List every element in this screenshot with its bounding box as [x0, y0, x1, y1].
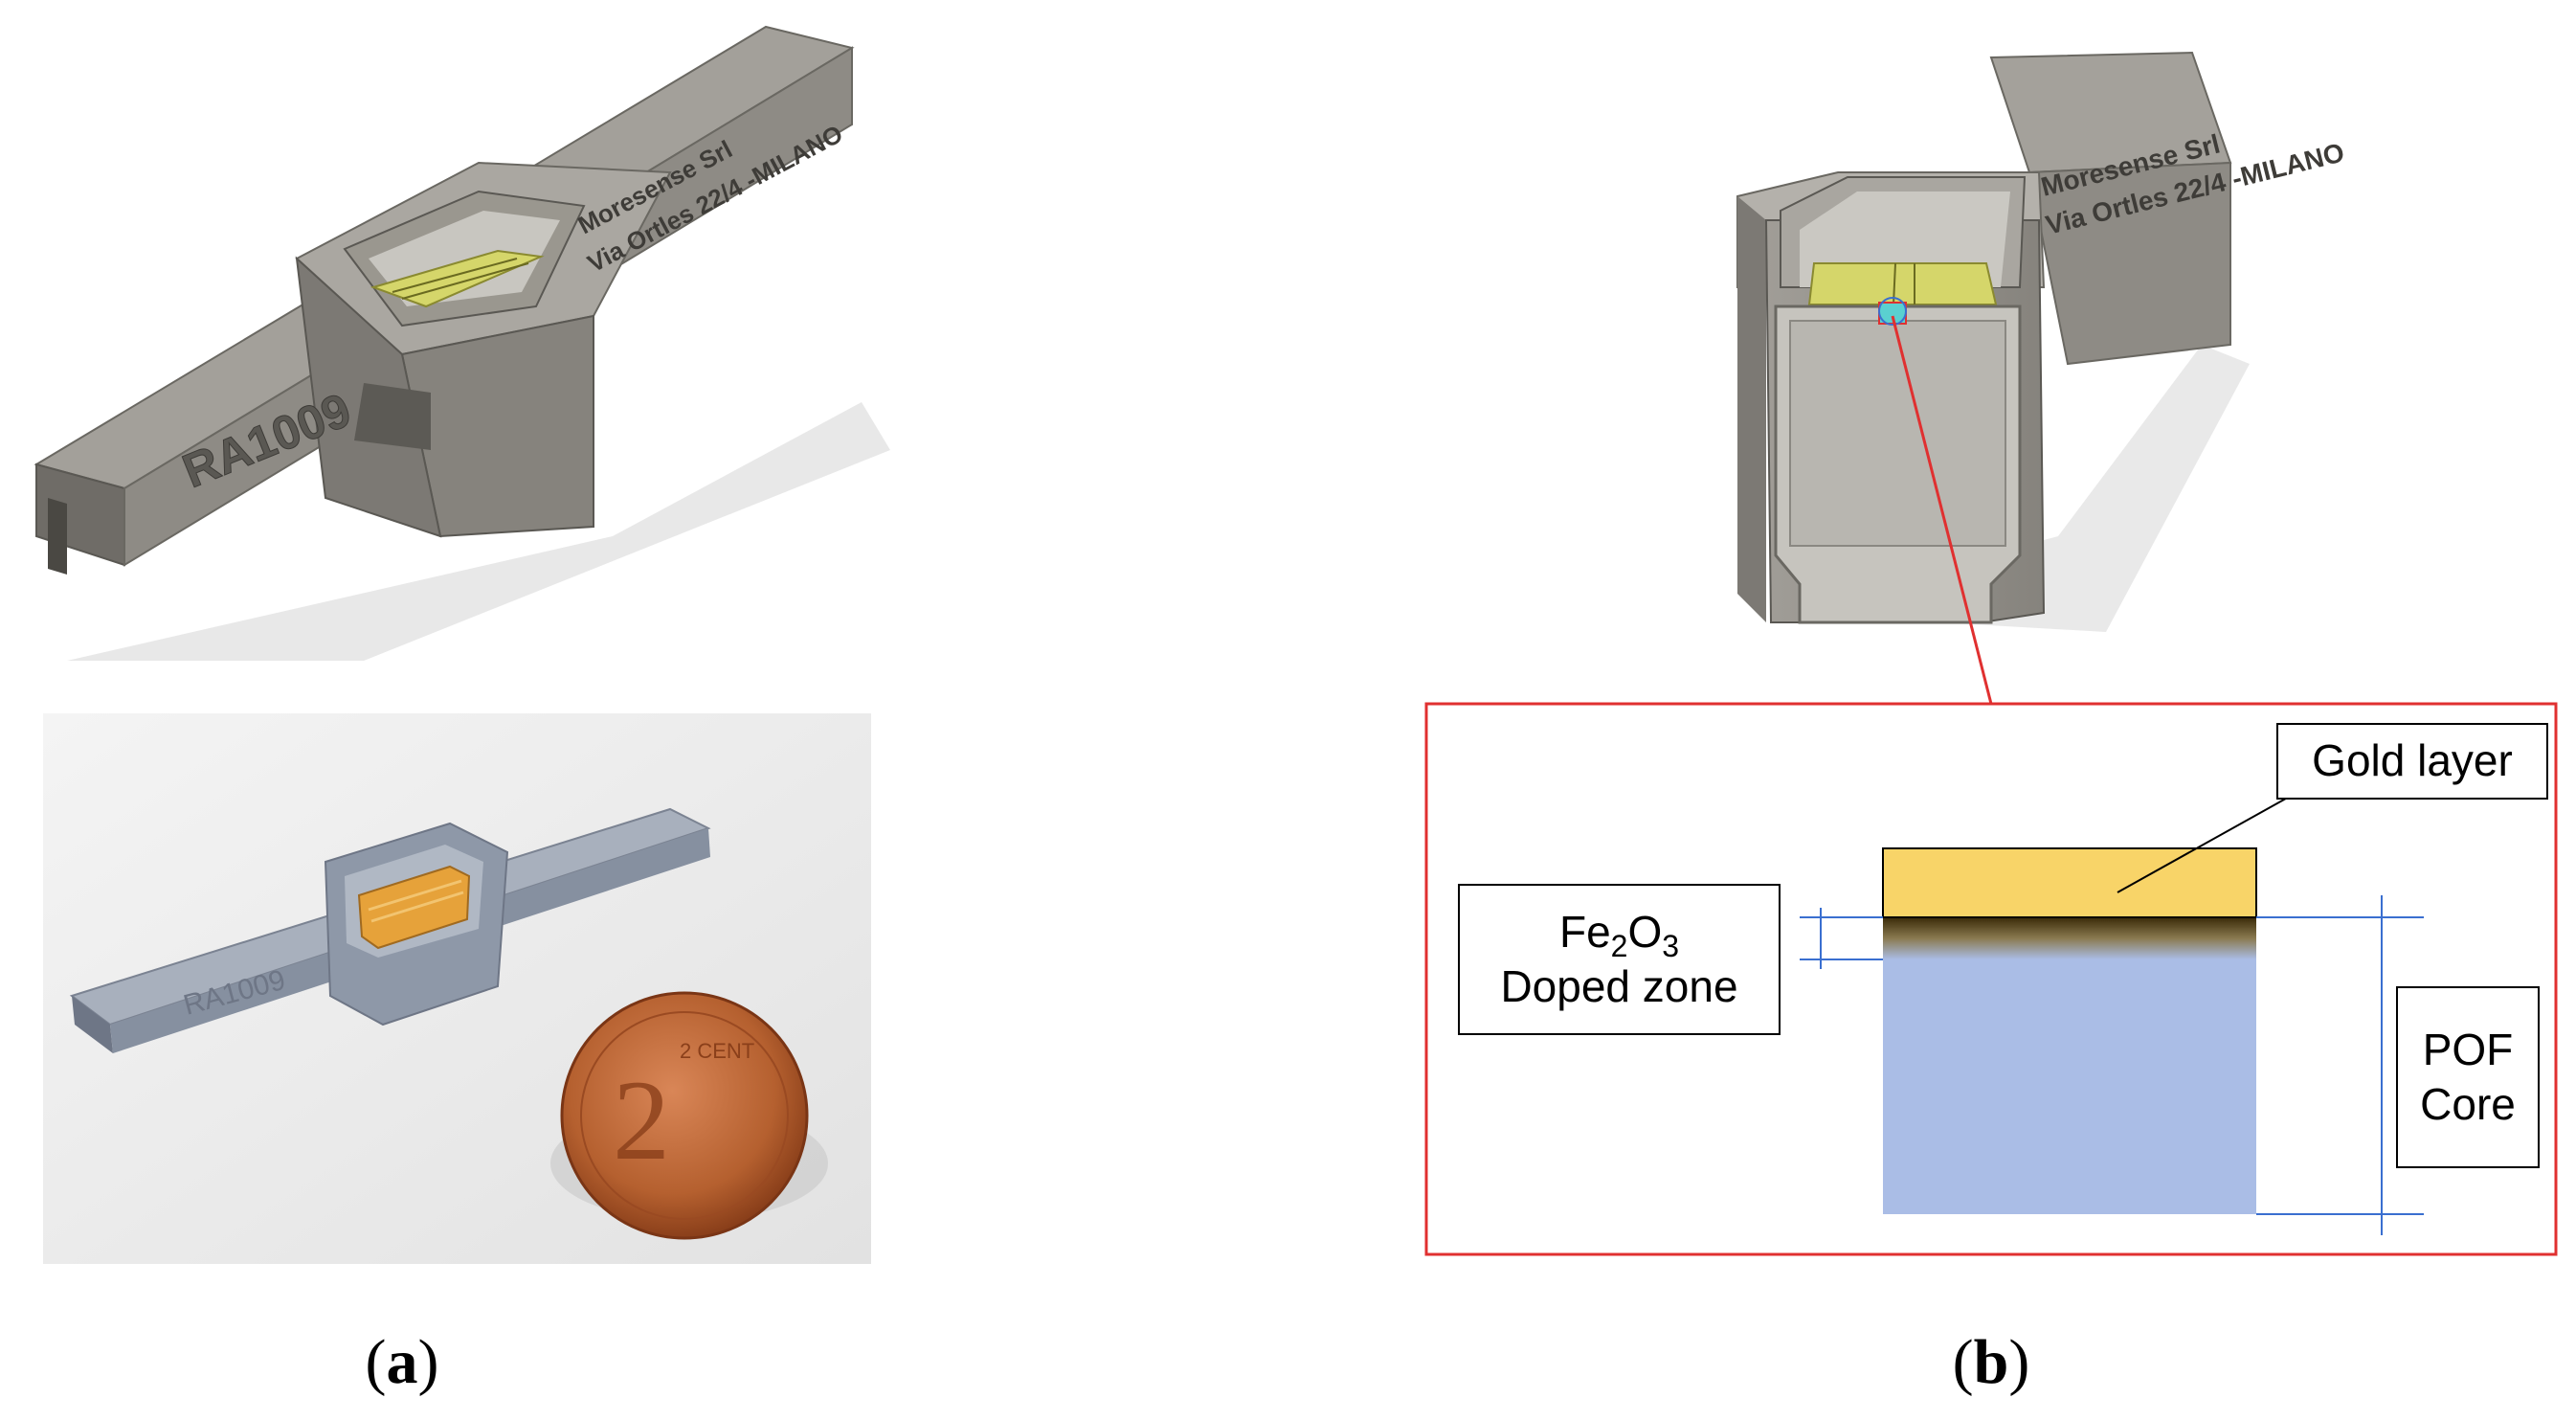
render-b-gold-layer	[1807, 262, 1998, 305]
panel-b-caption: (b)	[1952, 1327, 2030, 1397]
doped-zone-formula: Fe2O3	[1558, 906, 1680, 963]
gold-layer-block	[1882, 847, 2257, 918]
coin-marking: 2 CENT	[680, 1039, 754, 1063]
doped-zone-callout: Fe2O3 Doped zone	[1458, 884, 1781, 1035]
doped-zone-band	[1883, 917, 2256, 959]
gold-layer-callout: Gold layer	[2276, 723, 2548, 800]
gold-layer-label: Gold layer	[2312, 735, 2513, 786]
pof-core-callout: POF Core	[2396, 986, 2540, 1168]
coin	[560, 991, 809, 1240]
render-b-cutaway: Moresense Srl Via Ortles 22/4 -MILANO	[1736, 51, 2347, 624]
render-b-shadow	[1771, 345, 2250, 632]
pof-core-label-1: POF	[2422, 1024, 2514, 1074]
render-a-shadow	[67, 402, 890, 661]
panel-a-caption: (a)	[365, 1327, 439, 1397]
photo-a: RA1009 2 2 CENT	[43, 713, 871, 1264]
gold-layer-leader	[2117, 794, 2294, 893]
render-a-gold-layer	[370, 249, 545, 308]
doped-zone-label: Doped zone	[1500, 961, 1738, 1011]
svg-text:2: 2	[613, 1056, 670, 1184]
zoom-leader-line	[1891, 315, 1993, 705]
pof-core-label-2: Core	[2420, 1079, 2516, 1129]
pof-core-block	[1883, 958, 2256, 1214]
